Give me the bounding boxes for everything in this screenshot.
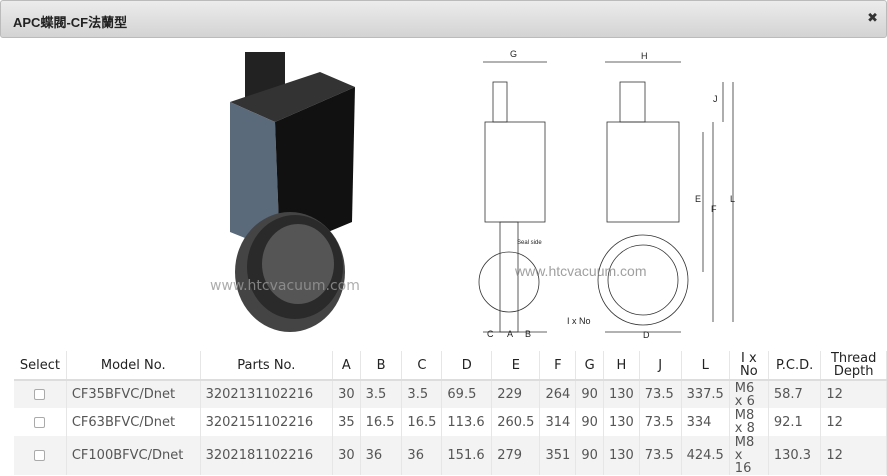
cell-model: CF35BFVC/Dnet xyxy=(66,380,201,408)
label-h: H xyxy=(641,51,648,61)
cell-a: 30 xyxy=(332,380,361,408)
cell-pcd: 130.3 xyxy=(768,436,822,475)
cell-model: CF63BFVC/Dnet xyxy=(66,408,201,436)
cell-j: 73.5 xyxy=(639,380,682,408)
cell-j: 73.5 xyxy=(639,408,682,436)
cell-pcd: 92.1 xyxy=(768,408,822,436)
cell-b: 16.5 xyxy=(360,408,403,436)
column-header: I x No xyxy=(729,351,769,381)
label-j: J xyxy=(713,94,718,104)
column-header: A xyxy=(332,351,361,381)
cell-thread: 12 xyxy=(820,380,887,408)
column-header: J xyxy=(639,351,682,381)
cell-a: 30 xyxy=(332,436,361,475)
cell-h: 130 xyxy=(603,380,640,408)
cell-b: 36 xyxy=(360,436,403,475)
cell-g: 90 xyxy=(575,408,604,436)
product-photo: www.htcvacuum.com xyxy=(210,52,360,332)
watermark: www.htcvacuum.com xyxy=(210,278,360,294)
column-header: Parts No. xyxy=(200,351,334,381)
label-e: E xyxy=(695,194,701,204)
label-g: G xyxy=(510,49,517,59)
cell-model: CF100BFVC/Dnet xyxy=(66,436,201,475)
cell-d: 113.6 xyxy=(441,408,493,436)
cell-l: 424.5 xyxy=(681,436,730,475)
label-b: B xyxy=(525,329,531,339)
column-header: F xyxy=(539,351,577,381)
select-cell xyxy=(14,436,67,475)
cell-e: 260.5 xyxy=(491,408,541,436)
cell-c: 16.5 xyxy=(401,408,443,436)
cell-parts: 3202181102216 xyxy=(200,436,334,475)
label-ixno: I x No xyxy=(567,316,591,326)
select-cell xyxy=(14,380,67,408)
select-checkbox[interactable] xyxy=(34,389,46,400)
select-cell xyxy=(14,408,67,436)
watermark: www.htcvacuum.com xyxy=(514,263,646,279)
cell-d: 151.6 xyxy=(441,436,493,475)
cell-parts: 3202151102216 xyxy=(200,408,334,436)
column-header: C xyxy=(401,351,443,381)
cell-c: 36 xyxy=(401,436,443,475)
cell-h: 130 xyxy=(603,408,640,436)
cell-l: 337.5 xyxy=(681,380,730,408)
body-top xyxy=(230,72,355,122)
cell-thread: 12 xyxy=(820,408,887,436)
cell-g: 90 xyxy=(575,436,604,475)
column-header: G xyxy=(575,351,604,381)
cell-thread: 12 xyxy=(820,436,887,475)
cell-pcd: 58.7 xyxy=(768,380,822,408)
cell-l: 334 xyxy=(681,408,730,436)
dialog-title: APC蝶閥-CF法蘭型 xyxy=(13,15,128,30)
label-c: C xyxy=(487,329,494,339)
label-a: A xyxy=(507,329,513,339)
select-checkbox[interactable] xyxy=(34,450,46,461)
column-header: P.C.D. xyxy=(768,351,822,381)
cell-e: 229 xyxy=(491,380,541,408)
body-front xyxy=(275,87,355,252)
column-header: D xyxy=(441,351,493,381)
cell-f: 314 xyxy=(539,408,577,436)
close-icon[interactable]: ✖ xyxy=(867,11,878,26)
column-header: E xyxy=(491,351,541,381)
cell-b: 3.5 xyxy=(360,380,403,408)
cell-c: 3.5 xyxy=(401,380,443,408)
label-l: L xyxy=(730,194,735,204)
dimension-drawing: G H J E F L C A B D I x No Seal side www… xyxy=(478,49,735,340)
select-checkbox[interactable] xyxy=(34,416,46,428)
cell-parts: 3202131102216 xyxy=(200,380,334,408)
column-header: Model No. xyxy=(66,351,201,381)
cell-e: 279 xyxy=(491,436,541,475)
label-seal-side: Seal side xyxy=(517,240,542,246)
column-header: L xyxy=(681,351,730,381)
cell-d: 69.5 xyxy=(441,380,493,408)
label-d: D xyxy=(643,330,650,340)
cell-f: 351 xyxy=(539,436,577,475)
column-header: Select xyxy=(14,351,67,381)
dialog-titlebar: APC蝶閥-CF法蘭型 ✖ xyxy=(0,0,887,38)
cell-ixno: M6 x 6 xyxy=(729,380,769,408)
cell-a: 35 xyxy=(332,408,361,436)
cell-g: 90 xyxy=(575,380,604,408)
body-side xyxy=(230,102,280,252)
column-header: B xyxy=(360,351,403,381)
column-header: H xyxy=(603,351,640,381)
column-header: Thread Depth xyxy=(820,351,887,381)
cell-ixno: M8 x 16 xyxy=(729,436,769,475)
cell-j: 73.5 xyxy=(639,436,682,475)
cell-f: 264 xyxy=(539,380,577,408)
cell-h: 130 xyxy=(603,436,640,475)
cell-ixno: M8 x 8 xyxy=(729,408,769,436)
label-f: F xyxy=(711,204,717,214)
